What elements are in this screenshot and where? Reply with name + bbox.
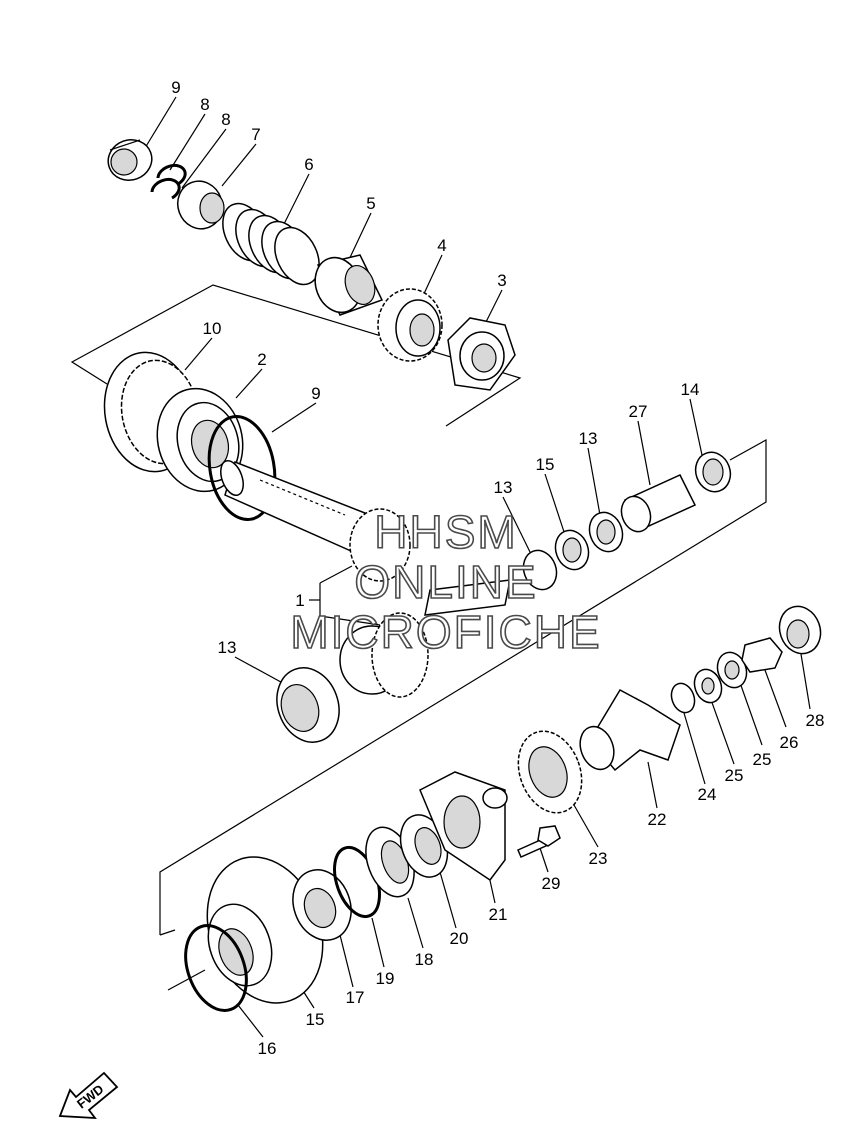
callout-6: 6 [304, 155, 313, 174]
callout-22: 22 [648, 810, 667, 829]
watermark-line-2: ONLINE [354, 556, 537, 608]
reverse-gear-part [377, 288, 443, 362]
callout-13a: 13 [494, 478, 513, 497]
watermark-line-1: HHSM [374, 506, 517, 558]
callout-13c: 14 [681, 380, 700, 399]
callout-29: 29 [542, 874, 561, 893]
roller-bearing-part [276, 667, 340, 743]
callout-26: 26 [780, 733, 799, 752]
callout-27: 27 [629, 402, 648, 421]
callout-21: 21 [489, 905, 508, 924]
callout-13b: 13 [579, 429, 598, 448]
callout-1: 1 [295, 591, 304, 610]
drive-shaft-part [220, 459, 511, 698]
o-ring-part [207, 414, 277, 522]
needle-bearing-part [107, 139, 153, 181]
forward-arrow-icon: FWD [58, 1071, 119, 1120]
callout-20: 20 [450, 929, 469, 948]
callout-15: 15 [306, 1010, 325, 1029]
callout-19: 19 [376, 969, 395, 988]
callout-4: 4 [437, 236, 446, 255]
yoke-part [579, 689, 681, 772]
watermark-line-3: MICROFICHE [290, 606, 601, 658]
callout-labels: 9 8 8 7 6 5 4 3 10 2 9 14 27 13 15 13 1 … [171, 78, 824, 1058]
watermark: HHSM ONLINE MICROFICHE [290, 505, 601, 659]
callout-2: 2 [257, 350, 266, 369]
callout-11: 9 [171, 78, 180, 97]
circlip-parts [150, 163, 187, 200]
callout-24: 24 [698, 785, 717, 804]
outer-seal-part [399, 814, 449, 878]
washer-stack-parts [522, 451, 732, 591]
upper-group-outline [70, 284, 522, 427]
spring-part [222, 202, 320, 286]
callout-25b: 25 [753, 750, 772, 769]
callout-8b: 8 [221, 110, 230, 129]
callout-3: 3 [497, 271, 506, 290]
housing-o-ring-part [184, 924, 248, 1012]
lower-group-outline-tail [159, 929, 176, 936]
end-washers-parts [670, 605, 822, 714]
callout-17: 17 [346, 988, 365, 1007]
retainer-plate-part [419, 771, 508, 882]
callout-28: 28 [806, 711, 825, 730]
clutch-dog-part [314, 254, 384, 316]
callout-16: 16 [258, 1039, 277, 1058]
collar-part [177, 180, 225, 230]
callout-9: 9 [311, 384, 320, 403]
callout-10: 10 [203, 319, 222, 338]
callout-8a: 8 [200, 95, 209, 114]
callout-23: 23 [589, 849, 608, 868]
hex-nut-part [447, 317, 516, 391]
spline-gear-part [517, 730, 583, 814]
callout-14: 15 [536, 455, 555, 474]
callout-18: 18 [415, 950, 434, 969]
lower-group-outline [159, 438, 767, 935]
callout-7: 7 [251, 125, 260, 144]
callout-12: 13 [218, 638, 237, 657]
callout-25a: 25 [725, 766, 744, 785]
callout-5: 5 [366, 194, 375, 213]
flange-bolt-part [517, 825, 561, 858]
